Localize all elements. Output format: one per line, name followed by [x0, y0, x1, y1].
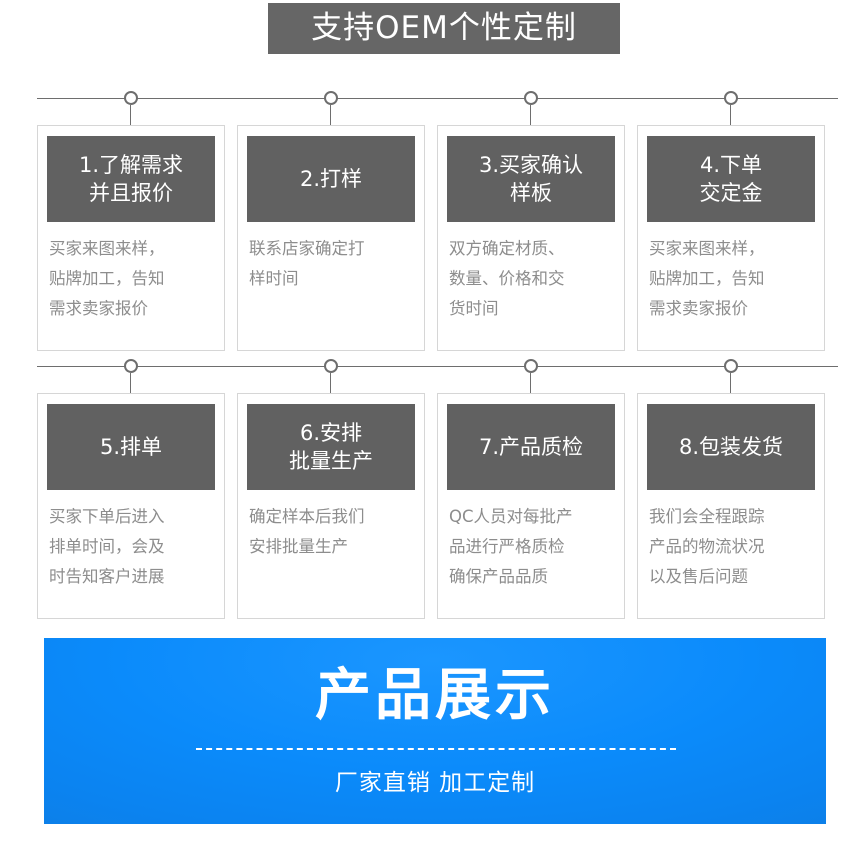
process-card-body: QC人员对每批产 品进行严格质检 确保产品品质 [447, 490, 615, 606]
connector-node-1 [37, 90, 225, 127]
process-card-header: 8.包装发货 [647, 404, 815, 490]
connector-stem [730, 105, 732, 127]
process-card-body: 买家来图来样， 贴牌加工，告知 需求卖家报价 [47, 222, 215, 338]
connector-node-3 [437, 90, 625, 127]
process-card-header: 6.安排 批量生产 [247, 404, 415, 490]
connector-stem [130, 373, 132, 395]
circle-node-icon [324, 359, 338, 373]
oem-title-banner: 支持OEM个性定制 [268, 3, 620, 54]
process-card-description: 我们会全程跟踪 产品的物流状况 以及售后问题 [649, 507, 765, 586]
process-card-8: 8.包装发货 我们会全程跟踪 产品的物流状况 以及售后问题 [637, 393, 825, 619]
process-card-2: 2.打样 联系店家确定打 样时间 [237, 125, 425, 351]
connector-line-row-2 [37, 366, 838, 367]
connector-stem [530, 105, 532, 127]
process-card-description: QC人员对每批产 品进行严格质检 确保产品品质 [449, 507, 573, 586]
process-card-description: 双方确定材质、 数量、价格和交 货时间 [449, 239, 565, 318]
process-card-description: 确定样本后我们 安排批量生产 [249, 507, 365, 556]
connector-stem [330, 105, 332, 127]
connector-stem [330, 373, 332, 395]
process-card-title: 4.下单 交定金 [699, 153, 763, 205]
process-cards-row-2: 5.排单 买家下单后进入 排单时间，会及 时告知客户进展 6.安排 批量生产 确… [37, 393, 838, 619]
process-card-description: 买家来图来样， 贴牌加工，告知 需求卖家报价 [649, 239, 765, 318]
connector-node-7 [437, 358, 625, 395]
process-card-title: 5.排单 [99, 435, 163, 459]
process-card-description: 买家下单后进入 排单时间，会及 时告知客户进展 [49, 507, 165, 586]
process-card-body: 买家下单后进入 排单时间，会及 时告知客户进展 [47, 490, 215, 606]
circle-node-icon [724, 91, 738, 105]
product-showcase-title: 产品展示 [315, 663, 555, 728]
circle-node-icon [124, 91, 138, 105]
process-card-header: 7.产品质检 [447, 404, 615, 490]
connector-nodes-row-2 [37, 358, 838, 395]
oem-title-text: 支持OEM个性定制 [311, 10, 577, 46]
connector-node-8 [637, 358, 825, 395]
process-card-6: 6.安排 批量生产 确定样本后我们 安排批量生产 [237, 393, 425, 619]
connector-stem [130, 105, 132, 127]
process-card-title: 6.安排 批量生产 [289, 421, 373, 473]
process-card-header: 5.排单 [47, 404, 215, 490]
process-card-body: 联系店家确定打 样时间 [247, 222, 415, 338]
process-card-header: 4.下单 交定金 [647, 136, 815, 222]
process-card-body: 买家来图来样， 贴牌加工，告知 需求卖家报价 [647, 222, 815, 338]
process-card-title: 3.买家确认 样板 [478, 153, 584, 205]
process-card-title: 7.产品质检 [478, 435, 584, 459]
process-card-3: 3.买家确认 样板 双方确定材质、 数量、价格和交 货时间 [437, 125, 625, 351]
process-card-header: 1.了解需求 并且报价 [47, 136, 215, 222]
circle-node-icon [524, 359, 538, 373]
connector-node-2 [237, 90, 425, 127]
process-card-header: 3.买家确认 样板 [447, 136, 615, 222]
circle-node-icon [724, 359, 738, 373]
connector-stem [730, 373, 732, 395]
process-card-header: 2.打样 [247, 136, 415, 222]
process-card-body: 我们会全程跟踪 产品的物流状况 以及售后问题 [647, 490, 815, 606]
process-card-4: 4.下单 交定金 买家来图来样， 贴牌加工，告知 需求卖家报价 [637, 125, 825, 351]
process-cards-row-1: 1.了解需求 并且报价 买家来图来样， 贴牌加工，告知 需求卖家报价 2.打样 … [37, 125, 838, 351]
product-showcase-banner: 产品展示 厂家直销 加工定制 [44, 638, 826, 824]
process-card-title: 8.包装发货 [678, 435, 784, 459]
process-card-7: 7.产品质检 QC人员对每批产 品进行严格质检 确保产品品质 [437, 393, 625, 619]
connector-node-4 [637, 90, 825, 127]
process-card-description: 买家来图来样， 贴牌加工，告知 需求卖家报价 [49, 239, 165, 318]
connector-node-5 [37, 358, 225, 395]
process-card-body: 双方确定材质、 数量、价格和交 货时间 [447, 222, 615, 338]
connector-stem [530, 373, 532, 395]
process-card-5: 5.排单 买家下单后进入 排单时间，会及 时告知客户进展 [37, 393, 225, 619]
connector-nodes-row-1 [37, 90, 838, 127]
dashed-divider [196, 748, 676, 750]
circle-node-icon [524, 91, 538, 105]
circle-node-icon [324, 91, 338, 105]
connector-node-6 [237, 358, 425, 395]
process-card-description: 联系店家确定打 样时间 [249, 239, 365, 288]
process-card-1: 1.了解需求 并且报价 买家来图来样， 贴牌加工，告知 需求卖家报价 [37, 125, 225, 351]
product-showcase-subtitle: 厂家直销 加工定制 [334, 770, 536, 796]
connector-line-row-1 [37, 98, 838, 99]
process-card-title: 1.了解需求 并且报价 [78, 153, 184, 205]
circle-node-icon [124, 359, 138, 373]
process-card-body: 确定样本后我们 安排批量生产 [247, 490, 415, 606]
process-card-title: 2.打样 [299, 167, 363, 191]
